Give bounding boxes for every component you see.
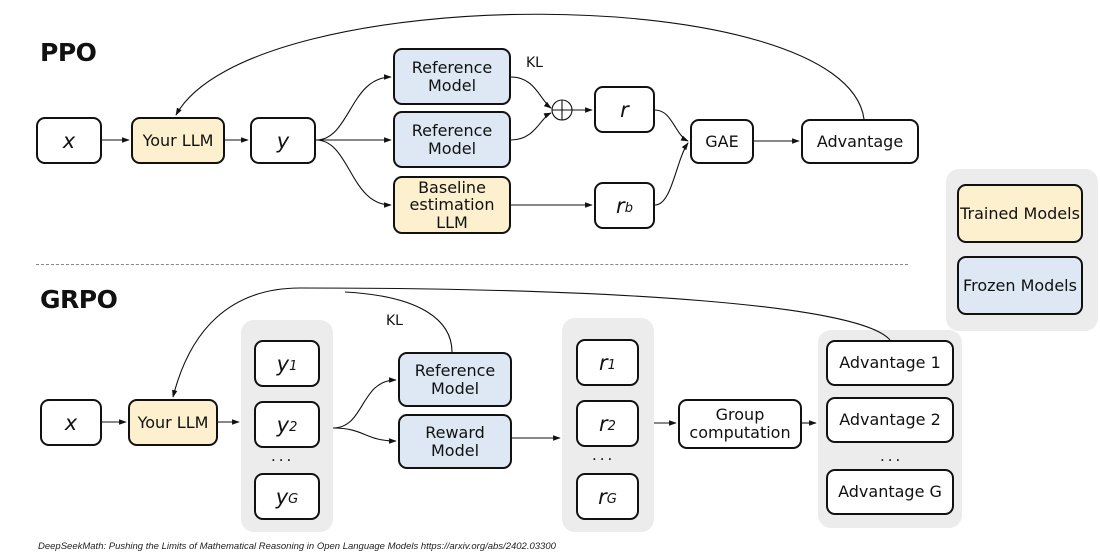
legend-frozen-models: Frozen Models [957,256,1083,315]
ppo-arrow-r-to-gae [654,109,689,142]
ppo-your-llm: Your LLM [131,117,225,164]
ppo-sum-node [551,99,573,121]
grpo-advantage-2: Advantage 2 [826,397,954,443]
grpo-r1-base: r [599,350,608,375]
grpo-outputs-ellipsis: ... [271,447,295,465]
ppo-input-x: x [36,117,102,164]
ppo-advantage: Advantage [801,119,919,164]
grpo-arrow-outputs-to-reward [332,427,397,444]
legend-trained-models: Trained Models [957,184,1083,243]
ppo-gae: GAE [690,119,754,164]
grpo-rewards-ellipsis: ... [592,446,616,464]
ppo-kl-label: KL [526,55,543,71]
grpo-kl-label: KL [386,313,403,329]
grpo-rg-base: r [598,484,607,509]
grpo-reference-model: Reference Model [398,352,512,407]
grpo-your-llm: Your LLM [128,399,218,446]
grpo-advantages-ellipsis: ... [880,447,904,465]
ppo-rb-base: r [616,193,625,218]
grpo-advantage-1: Advantage 1 [826,340,954,386]
ppo-arrow-ref2-to-plus [510,112,552,141]
ppo-arrow-y-to-baseline [315,139,392,208]
grpo-reward-model: Reward Model [398,414,512,469]
ppo-title: PPO [40,38,97,67]
grpo-yg-base: y [275,484,289,509]
grpo-y1-base: y [276,351,290,376]
section-divider [36,264,908,265]
ppo-output-y: y [250,117,316,164]
ppo-feedback-advantage-to-llm [175,13,865,120]
grpo-input-x: x [40,399,102,446]
ppo-arrow-ref1-to-plus [510,76,552,109]
citation: DeepSeekMath: Pushing the Limits of Math… [38,541,556,552]
grpo-arrow-outputs-to-ref [332,377,397,429]
grpo-group-computation: Group computation [678,399,802,449]
ppo-reward-r: r [594,86,655,133]
ppo-baseline-estimation-llm: Baseline estimation LLM [393,176,511,234]
ppo-reference-model-1: Reference Model [393,48,511,105]
ppo-reference-model-2: Reference Model [393,111,511,168]
grpo-y2-base: y [276,412,290,437]
grpo-r2-base: r [599,411,608,436]
grpo-title: GRPO [40,285,118,314]
ppo-arrow-rb-to-gae [654,142,689,206]
grpo-advantage-g: Advantage G [826,469,954,515]
ppo-arrow-y-to-ref1 [315,74,392,141]
